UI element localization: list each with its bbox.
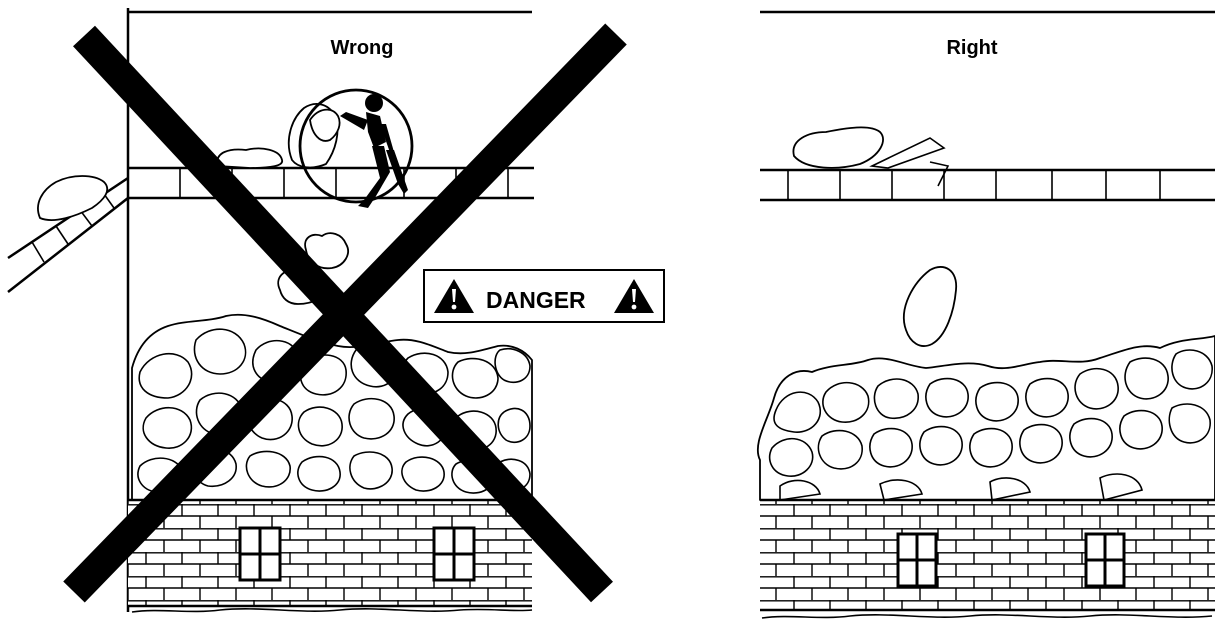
window-left — [240, 528, 280, 580]
window-left — [898, 534, 936, 586]
window-right — [1086, 534, 1124, 586]
wrong-label: Wrong — [331, 37, 394, 59]
chute-hook — [930, 162, 948, 186]
danger-text: DANGER — [486, 287, 586, 313]
debris-chunk — [217, 148, 282, 168]
falling-debris — [904, 267, 956, 346]
right-panel: Right — [758, 12, 1215, 618]
debris-chunk — [793, 127, 883, 167]
right-label: Right — [946, 37, 997, 59]
angled-chute — [8, 176, 128, 292]
upper-floor-slab — [760, 170, 1215, 200]
danger-sign: DANGER — [424, 270, 664, 322]
wrong-panel: Wrong DANGER — [8, 8, 664, 612]
brick-wall-right — [760, 500, 1215, 618]
window-right — [434, 528, 474, 580]
brick-wall-wrong — [128, 500, 532, 612]
debris-pile-right — [758, 336, 1215, 500]
